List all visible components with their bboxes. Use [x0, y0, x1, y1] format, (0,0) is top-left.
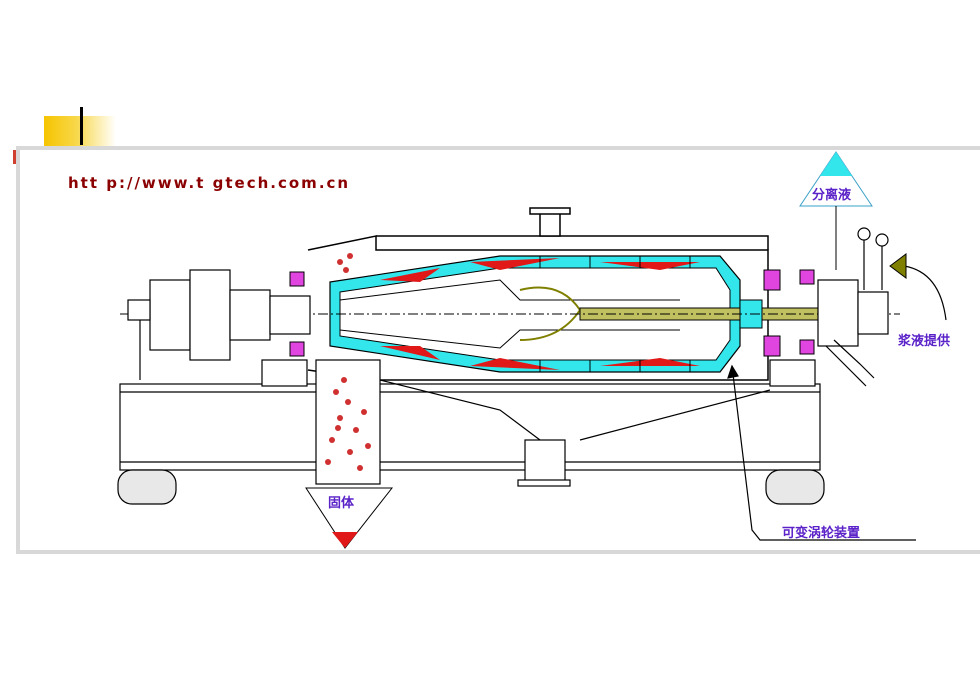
- slide-red-tick: [13, 150, 17, 164]
- solids-funnel-icon: [305, 487, 394, 549]
- turbine-leader-line: [727, 364, 916, 541]
- outer-housing: [307, 207, 769, 381]
- separated-liquid-label: 分离液: [812, 188, 852, 203]
- slide-title-bar: [80, 107, 83, 145]
- right-end: [817, 227, 889, 387]
- separated-liquid-triangle-icon: [799, 151, 873, 270]
- solids-chute: [315, 359, 381, 485]
- bearings: [289, 269, 815, 357]
- feed-slurry-label: 浆液提供: [898, 334, 951, 349]
- machine-base: [119, 359, 821, 487]
- left-drive: [127, 269, 311, 380]
- solids-label: 固体: [328, 496, 355, 511]
- website-url-label: htt p://www.t gtech.com.cn: [68, 174, 351, 192]
- machine-feet: [117, 469, 825, 505]
- solids-particles: [325, 253, 371, 471]
- variable-turbine-label: 可变涡轮装置: [782, 526, 861, 541]
- feed-arrow-icon: [889, 253, 947, 321]
